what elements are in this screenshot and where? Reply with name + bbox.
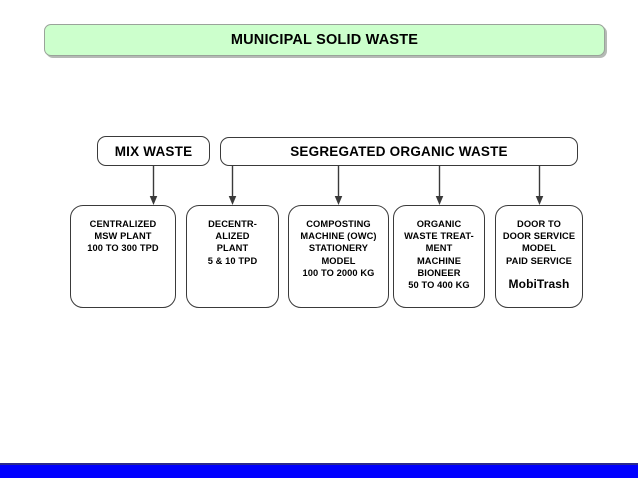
option-box-door-to-door-service[interactable]: DOOR TO DOOR SERVICE MODEL PAID SERVICE …	[495, 205, 583, 308]
footer-accent-bar	[0, 465, 638, 478]
category-box-mix-waste[interactable]: MIX WASTE	[97, 136, 210, 166]
option-box-organic-waste-treatment-machine[interactable]: ORGANIC WASTE TREAT- MENT MACHINE BIONEE…	[393, 205, 485, 308]
option-text: ORGANIC WASTE TREAT- MENT MACHINE BIONEE…	[404, 219, 474, 291]
option-text: DOOR TO DOOR SERVICE MODEL PAID SERVICE	[502, 219, 576, 266]
category-label-segregated-organic-waste: SEGREGATED ORGANIC WASTE	[290, 144, 508, 159]
option-box-decentralized-plant[interactable]: DECENTR- ALIZED PLANT 5 & 10 TPD	[186, 205, 279, 308]
option-text: CENTRALIZED MSW PLANT 100 TO 300 TPD	[87, 219, 159, 254]
option-box-composting-machine-owc[interactable]: COMPOSTING MACHINE (OWC) STATIONERY MODE…	[288, 205, 389, 308]
page-title: MUNICIPAL SOLID WASTE	[230, 32, 419, 48]
option-text: DECENTR- ALIZED PLANT 5 & 10 TPD	[207, 219, 258, 266]
footer-accent-rule	[0, 463, 638, 465]
option-box-centralized-msw-plant[interactable]: CENTRALIZED MSW PLANT 100 TO 300 TPD	[70, 205, 176, 308]
option-text: COMPOSTING MACHINE (OWC) STATIONERY MODE…	[300, 219, 377, 278]
category-label-mix-waste: MIX WASTE	[114, 143, 193, 159]
category-box-segregated-organic-waste[interactable]: SEGREGATED ORGANIC WASTE	[220, 137, 578, 166]
option-brand: MobiTrash	[508, 276, 570, 291]
slide-title-banner: MUNICIPAL SOLID WASTE	[44, 24, 605, 56]
